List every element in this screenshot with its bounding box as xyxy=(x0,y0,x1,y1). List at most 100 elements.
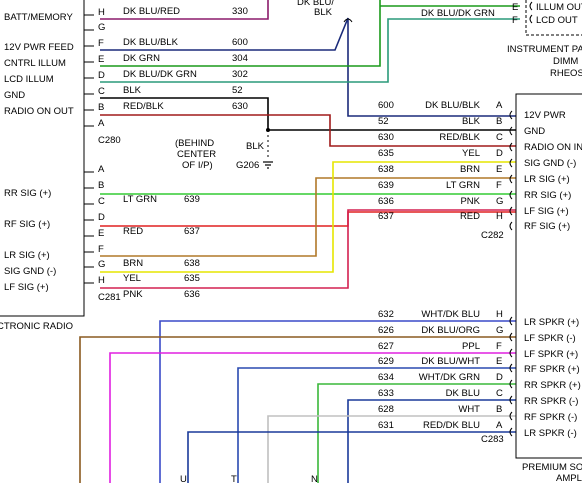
c280-circuit-label: 304 xyxy=(232,53,248,64)
c282-pin-function: LR SIG (+) xyxy=(524,174,570,185)
radio-pin-label: RR SIG (+) xyxy=(4,188,51,199)
connector-c282-label: C282 xyxy=(481,230,504,241)
c281-pin-letter: A xyxy=(98,164,105,175)
c282-pin-function: SIG GND (-) xyxy=(524,158,576,169)
c281-circuit-label: 638 xyxy=(184,258,200,269)
c281-circuit-label: 639 xyxy=(184,194,200,205)
c282-wire-label: LT GRN xyxy=(446,180,480,191)
c280-pin-letter: D xyxy=(98,70,105,81)
c283-wire-label: DK BLU/ORG xyxy=(421,325,480,336)
c283-pin-letter: A xyxy=(496,420,503,431)
wire-634 xyxy=(317,383,516,483)
c280-wire-label: BLK xyxy=(123,85,142,96)
instrument-panel-pin-label: ILLUM OUT xyxy=(536,2,582,13)
c283-pin-letter: C xyxy=(496,388,503,399)
c280-pin-letter: A xyxy=(98,118,105,129)
wire-304 xyxy=(100,0,381,67)
c281-wire-label: RED xyxy=(123,226,143,237)
connector-pin-mark xyxy=(509,427,513,437)
c283-pin-letter: F xyxy=(496,341,502,352)
wire-302 xyxy=(100,18,520,83)
c280-pin-letter: E xyxy=(98,54,104,65)
c282-circuit-label: 635 xyxy=(378,148,394,159)
c280-circuit-label: 600 xyxy=(232,37,248,48)
radio-pin-label: CNTRL ILLUM xyxy=(4,58,66,69)
wire-splice-mark xyxy=(343,18,353,23)
c280-wire-label: DK BLU/DK GRN xyxy=(123,69,197,80)
c280-pin-letter: C xyxy=(98,86,105,97)
instrument-panel-pin-letter: E xyxy=(512,2,518,13)
c281-wire-label: BRN xyxy=(123,258,143,269)
connector-c280-label: C280 xyxy=(98,135,121,146)
c283-circuit-label: 633 xyxy=(378,388,394,399)
c283-wire-label: RED/DK BLU xyxy=(423,420,480,431)
bottom-letter: U xyxy=(180,474,187,483)
top-wire-label: DK BLU/ xyxy=(297,0,334,8)
ground-location-note-2: CENTER xyxy=(177,149,216,160)
amplifier-title: PREMIUM SO xyxy=(522,462,582,473)
c280-wire-label: DK BLU/RED xyxy=(123,6,180,17)
c283-wire-label: PPL xyxy=(462,341,480,352)
c282-wire-label: RED xyxy=(460,211,480,222)
c280-pin-letter: F xyxy=(98,38,104,49)
c281-circuit-label: 637 xyxy=(184,226,200,237)
c283-pin-letter: D xyxy=(496,372,503,383)
wire-633 xyxy=(347,399,516,483)
radio-pin-label: RADIO ON OUT xyxy=(4,106,74,117)
c283-pin-letter: E xyxy=(496,356,502,367)
wire-52 xyxy=(100,97,516,131)
connector-pin-mark xyxy=(509,332,513,342)
c282-pin-letter: H xyxy=(496,211,503,222)
ground-location-note-3: OF I/P) xyxy=(182,160,213,171)
c282-pin-letter: G xyxy=(496,196,503,207)
instrument-panel-title-2: DIMM xyxy=(553,56,578,67)
c282-wire-label: DK BLU/BLK xyxy=(425,100,481,111)
radio-module-box xyxy=(0,0,85,317)
c281-pin-letter: B xyxy=(98,180,104,191)
c282-pin-function: 12V PWR xyxy=(524,110,566,121)
c281-wire-label: LT GRN xyxy=(123,194,157,205)
wire-layer xyxy=(79,0,520,483)
wire-638 xyxy=(100,177,516,257)
c281-wire-label: YEL xyxy=(123,273,141,284)
radio-pin-label: SIG GND (-) xyxy=(4,266,56,277)
ground-point-label: G206 xyxy=(236,160,259,171)
c283-pin-function: RF SPKR (+) xyxy=(524,364,580,375)
c282-pin-letter: C xyxy=(496,132,503,143)
wire-630 xyxy=(100,114,516,147)
amplifier-module-box xyxy=(515,93,582,459)
c283-wire-label: WHT/DK BLU xyxy=(421,309,480,320)
c280-circuit-label: 630 xyxy=(232,101,248,112)
c282-circuit-label: 630 xyxy=(378,132,394,143)
connector-pin-mark xyxy=(509,395,513,405)
connector-c283-label: C283 xyxy=(481,434,504,445)
connector-pin-mark xyxy=(509,221,513,231)
c282-circuit-label: 639 xyxy=(378,180,394,191)
c280-wire-label: DK BLU/BLK xyxy=(123,37,179,48)
connector-pin-mark xyxy=(509,379,513,389)
connector-pin-mark xyxy=(529,14,533,24)
wire-637 xyxy=(100,211,516,227)
connector-pin-mark xyxy=(529,1,533,11)
c282-pin-function: RADIO ON IN xyxy=(524,142,582,153)
c283-pin-function: LR SPKR (+) xyxy=(524,317,579,328)
c283-wire-label: WHT xyxy=(458,404,480,415)
c283-circuit-label: 634 xyxy=(378,372,394,383)
c283-circuit-label: 632 xyxy=(378,309,394,320)
c283-circuit-label: 627 xyxy=(378,341,394,352)
wire-632 xyxy=(159,320,516,483)
c283-pin-letter: H xyxy=(496,309,503,320)
c283-pin-letter: B xyxy=(496,404,502,415)
c282-circuit-label: 636 xyxy=(378,196,394,207)
c282-pin-letter: A xyxy=(496,100,503,111)
c281-pin-letter: D xyxy=(98,212,105,223)
c283-pin-function: RR SPKR (-) xyxy=(524,396,578,407)
c283-pin-function: LR SPKR (-) xyxy=(524,428,577,439)
connector-pin-mark xyxy=(509,411,513,421)
c283-wire-label: DK BLU xyxy=(446,388,480,399)
top-wire-label-2: BLK xyxy=(314,7,333,18)
splice-dot xyxy=(266,128,270,132)
c282-pin-letter: E xyxy=(496,164,502,175)
